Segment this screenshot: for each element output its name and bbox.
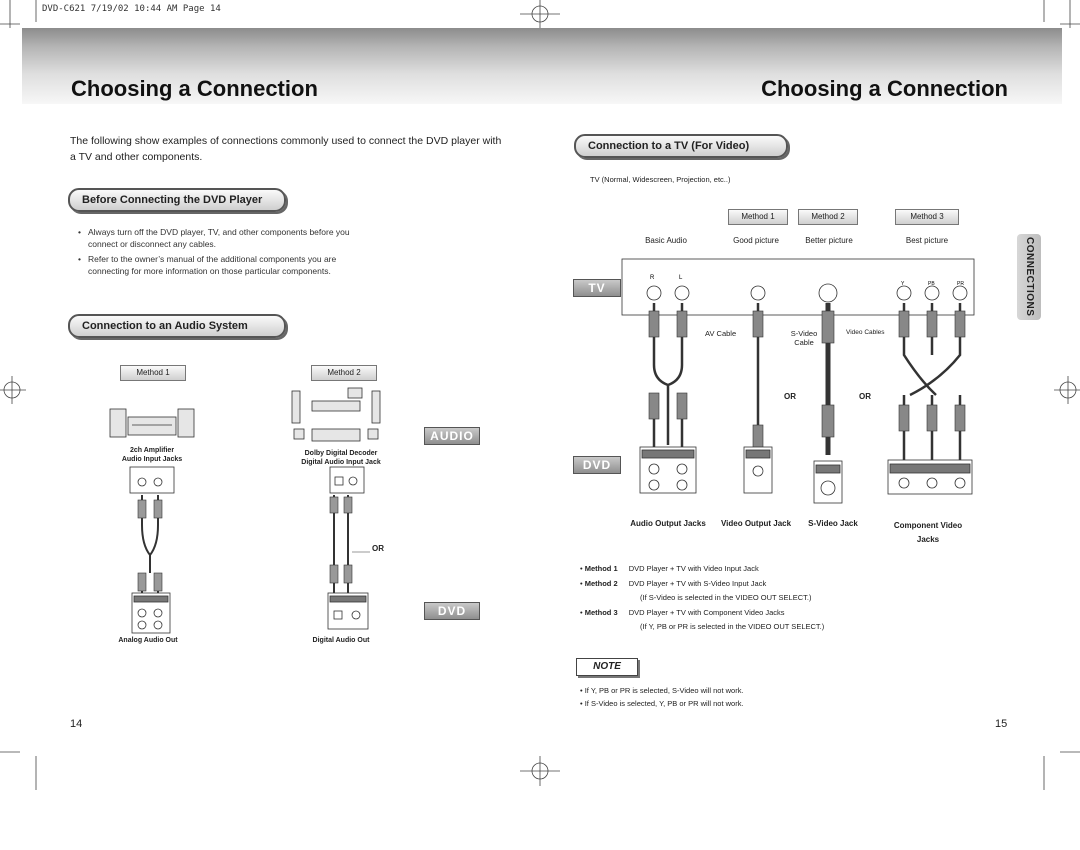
tv-method3-tag: Method 3 [895,209,959,225]
tv-badge: TV [573,279,621,297]
before-bullet-list: Always turn off the DVD player, TV, and … [78,226,378,280]
right-page-title: Choosing a Connection [761,76,1008,101]
svideo-cable-label: S-Video Cable [790,329,818,347]
tv-method2-tag: Method 2 [798,209,858,225]
decoder-label: Dolby Digital Decoder [304,450,378,457]
audio-or-label: OR [372,544,384,553]
good-picture-label: Good picture [733,236,779,245]
basic-audio-label: Basic Audio [645,236,687,245]
svideo-jack-label: S-Video Jack [808,519,858,528]
page-number-right: 15 [995,718,1008,730]
video-cables-label: Video Cables [846,329,885,336]
best-picture-label: Best picture [905,236,949,245]
amp-sub-label: Audio Input Jacks [121,456,183,463]
audio-method1-tag: Method 1 [120,365,186,381]
svg-text:L: L [679,275,683,281]
connections-side-tab [1017,234,1041,320]
tv-dvd-badge: DVD [573,456,621,474]
video-output-jack-label: Video Output Jack [720,519,792,528]
audio-badge: AUDIO [424,427,480,445]
svg-text:Y: Y [901,281,905,287]
print-header: DVD-C621 7/19/02 10:44 AM Page 14 [42,4,221,14]
svg-text:PR: PR [957,281,964,287]
av-cable-label: AV Cable [705,329,737,338]
before-connecting-heading: Before Connecting the DVD Player [68,188,286,212]
tv-or-label-2: OR [859,392,871,401]
better-picture-label: Better picture [805,236,853,245]
tv-video-heading: Connection to a TV (For Video) [574,134,788,158]
component-video-jacks-label: Component Video Jacks [893,521,963,544]
note-2: • If S-Video is selected, Y, PB or PR wi… [580,699,744,708]
amp-label: 2ch Amplifier [129,447,175,454]
audio-dvd-badge: DVD [424,602,480,620]
tv-connection-diagram: R L Y PB PR [621,258,975,504]
note-1: • If Y, PB or PR is selected, S-Video wi… [580,686,744,695]
tv-method1-tag: Method 1 [728,209,788,225]
note-label: NOTE [576,658,638,676]
decoder-sub-label: Digital Audio Input Jack [301,459,381,466]
header-band [22,28,1062,104]
before-bullet-1: Always turn off the DVD player, TV, and … [78,226,378,250]
audio-system-heading: Connection to an Audio System [68,314,286,338]
svg-text:PB: PB [928,281,935,287]
audio-connection-diagram [109,387,381,634]
svg-text:R: R [650,275,655,281]
digital-audio-out-label: Digital Audio Out [312,637,370,644]
page-number-left: 14 [70,718,83,730]
tv-panel [621,258,975,316]
method-note-2: (If S-Video is selected in the VIDEO OUT… [640,593,812,602]
method-note-3: (If Y, PB or PR is selected in the VIDEO… [640,622,825,631]
tv-or-label-1: OR [784,392,796,401]
analog-audio-out-label: Analog Audio Out [118,637,178,644]
tv-caption: TV (Normal, Widescreen, Projection, etc.… [590,175,731,184]
left-page-title: Choosing a Connection [71,76,318,101]
amplifier-icon [109,408,195,438]
audio-output-jacks-label: Audio Output Jacks [630,519,706,528]
notes-list: • If Y, PB or PR is selected, S-Video wi… [580,684,880,710]
decoder-icon [291,387,381,442]
before-bullet-2: Refer to the owner’s manual of the addit… [78,253,378,277]
intro-text: The following show examples of connectio… [70,135,502,163]
audio-method2-tag: Method 2 [311,365,377,381]
connections-side-tab-label: CONNECTIONS [1024,237,1035,317]
